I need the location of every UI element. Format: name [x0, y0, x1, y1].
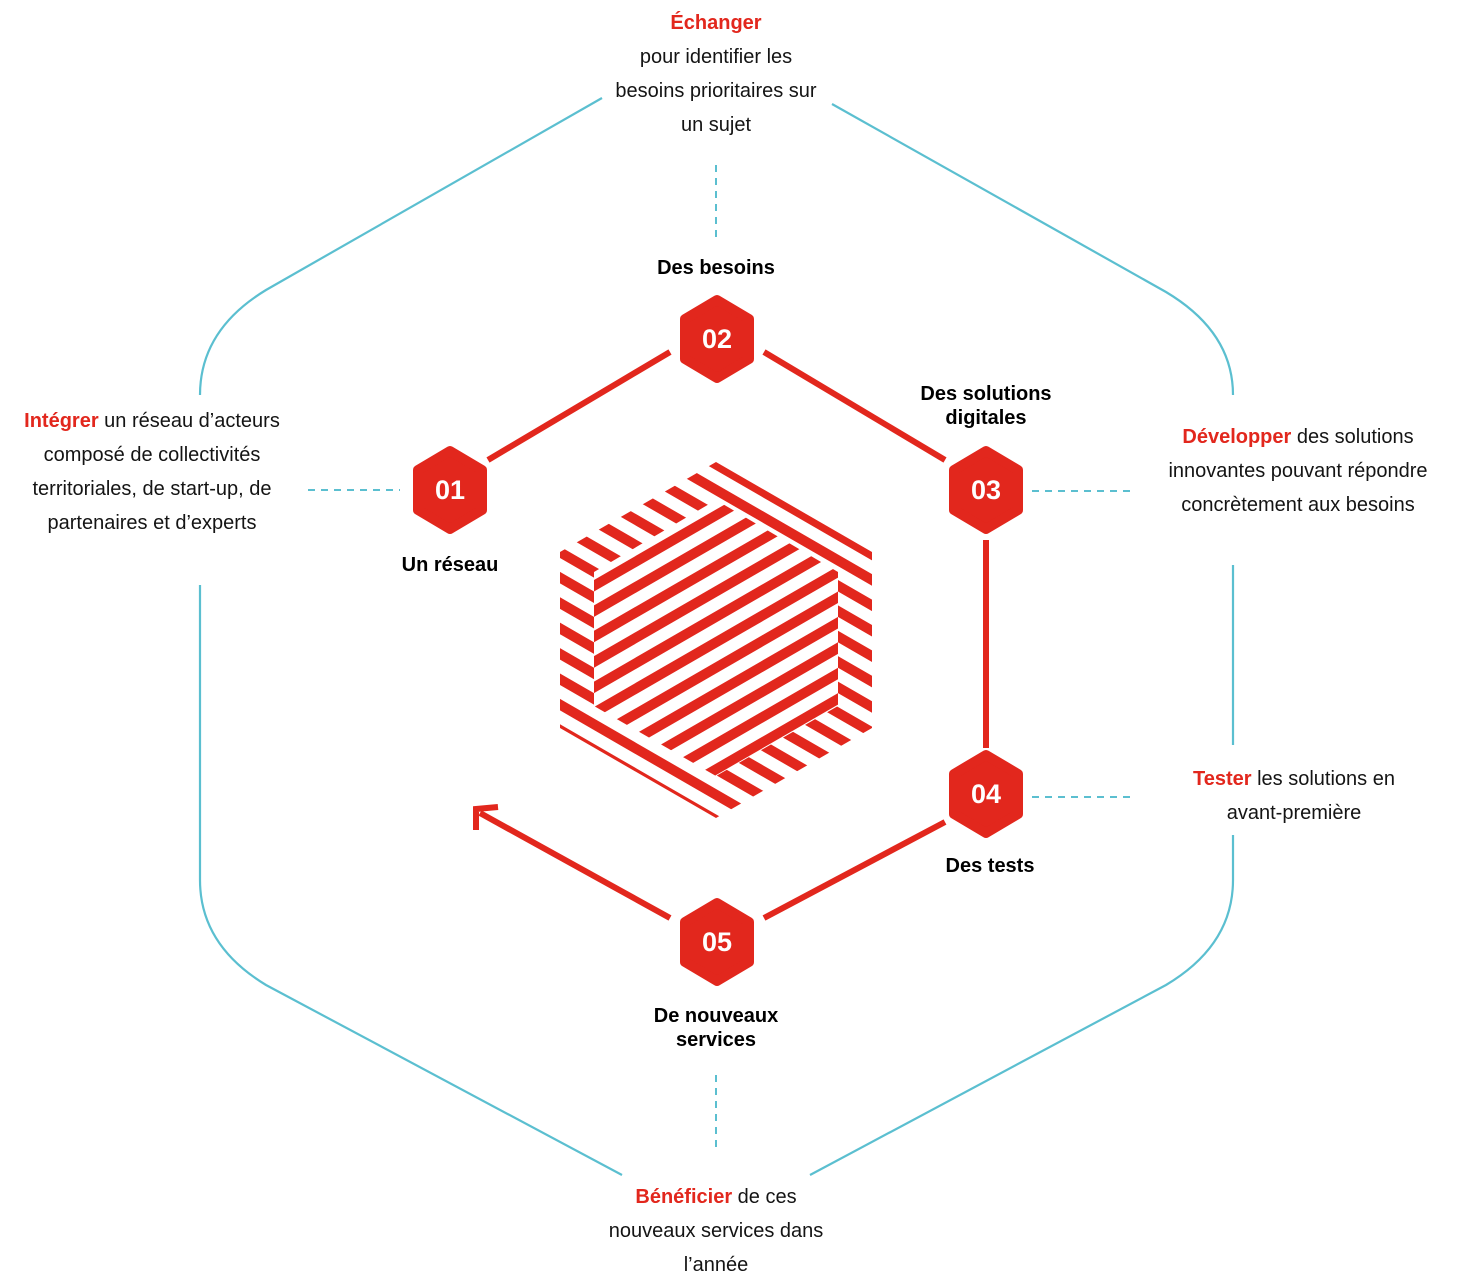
- badge-01-hexagon: [413, 446, 487, 534]
- description-top-highlight: Échanger: [670, 12, 762, 34]
- link-05-arrow: [478, 810, 672, 921]
- description-right-develop-highlight: Développer: [1182, 426, 1292, 448]
- description-right-test: Tester les solutions en avant-première: [1174, 762, 1414, 830]
- outline-top-right: [831, 103, 1235, 396]
- description-bottom-text: de ces nouveaux services dans l’année: [608, 1186, 824, 1276]
- badge-02-hexagon: [680, 295, 754, 383]
- stage-label-01: Un réseau: [401, 554, 499, 576]
- badge-03-number: 03: [970, 475, 1002, 505]
- description-left-text: un réseau d’acteurs composé de collectiv…: [32, 410, 280, 534]
- dashed-connectors: [308, 165, 1130, 1148]
- description-right-develop: Développer des solutions innovantes pouv…: [1148, 420, 1448, 522]
- cycle-links: [473, 349, 989, 921]
- outline-right-low: [809, 835, 1235, 1176]
- badge-04-number: 04: [970, 779, 1002, 809]
- description-bottom-highlight: Bénéficier: [635, 1186, 733, 1208]
- badge-02-number: 02: [701, 324, 733, 354]
- badge-03-hexagon: [949, 446, 1023, 534]
- link-04-05: [762, 819, 947, 921]
- description-top: Échanger pour identifier les besoins pri…: [606, 6, 826, 142]
- outline-top-left: [198, 97, 603, 396]
- stage-label-03: Des solutions digitales: [920, 383, 1052, 429]
- link-01-02: [486, 349, 672, 463]
- description-bottom: Bénéficier de ces nouveaux services dans…: [606, 1180, 826, 1282]
- stage-label-05: De nouveaux services: [653, 1005, 779, 1051]
- link-02-03: [762, 349, 947, 463]
- badge-01-number: 01: [434, 475, 466, 505]
- description-right-test-highlight: Tester: [1193, 768, 1252, 790]
- stage-label-04: Des tests: [945, 855, 1035, 877]
- outline-left: [198, 585, 623, 1176]
- outer-hexagon-outline: [198, 97, 1235, 1176]
- stage-badges: [413, 295, 1023, 986]
- description-right-test-text: les solutions en avant-première: [1226, 768, 1395, 824]
- badge-05-number: 05: [701, 927, 733, 957]
- description-top-text: pour identifier les besoins prioritaires…: [615, 46, 817, 136]
- arrow-head-icon: [473, 804, 499, 830]
- description-left-highlight: Intégrer: [24, 410, 99, 432]
- stage-label-02: Des besoins: [657, 257, 775, 279]
- badge-04-hexagon: [949, 750, 1023, 838]
- description-right-develop-text: des solutions innovantes pouvant répondr…: [1168, 426, 1428, 516]
- description-left: Intégrer un réseau d’acteurs composé de …: [2, 404, 302, 540]
- badge-05-hexagon: [680, 898, 754, 986]
